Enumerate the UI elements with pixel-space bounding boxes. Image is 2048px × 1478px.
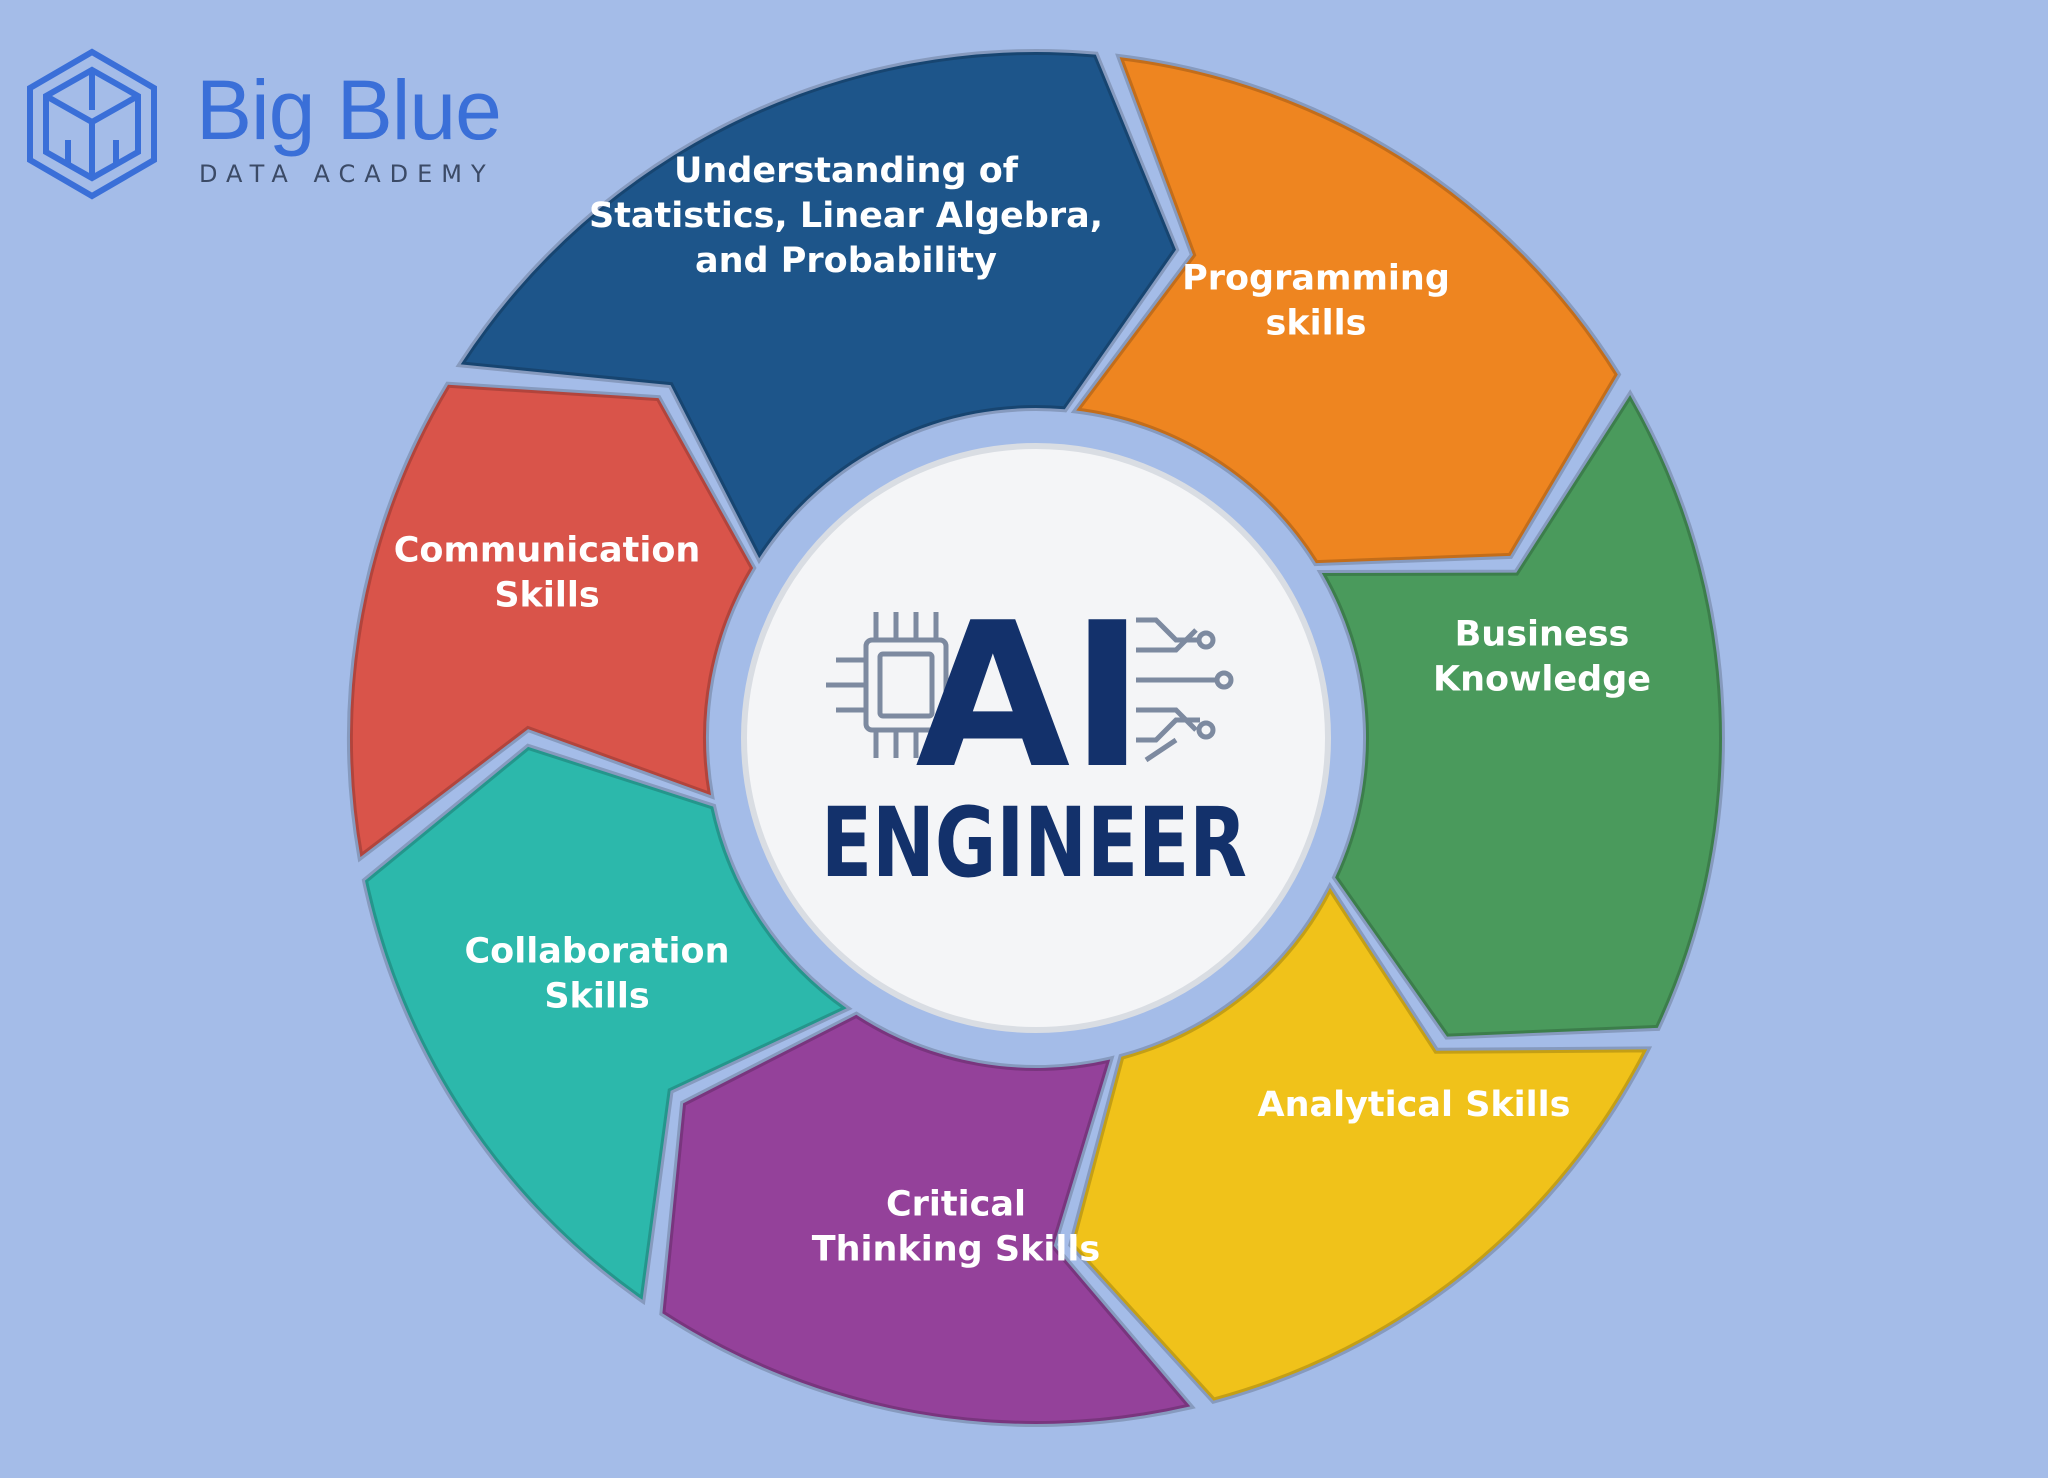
segment-statistics [455, 49, 1180, 565]
segment-business [1316, 389, 1725, 1040]
center-title-engineer: ENGINEER [821, 787, 1247, 899]
logo-subtitle: DATA ACADEMY [199, 160, 495, 188]
segment-collaboration [361, 743, 853, 1306]
segment-label-analytical: Analytical Skills [1257, 1085, 1570, 1125]
segment-programming [1070, 53, 1622, 567]
logo-title: Big Blue [196, 63, 502, 157]
chip-icon [826, 612, 949, 758]
segment-communication [347, 381, 757, 863]
segment-critical-thinking [659, 1011, 1196, 1427]
circuit-brain-icon [1136, 617, 1234, 763]
segment-analytical [1068, 881, 1653, 1404]
center-circle [741, 443, 1331, 1033]
center-title-ai: AI [915, 580, 1144, 813]
logo-icon [27, 48, 157, 200]
